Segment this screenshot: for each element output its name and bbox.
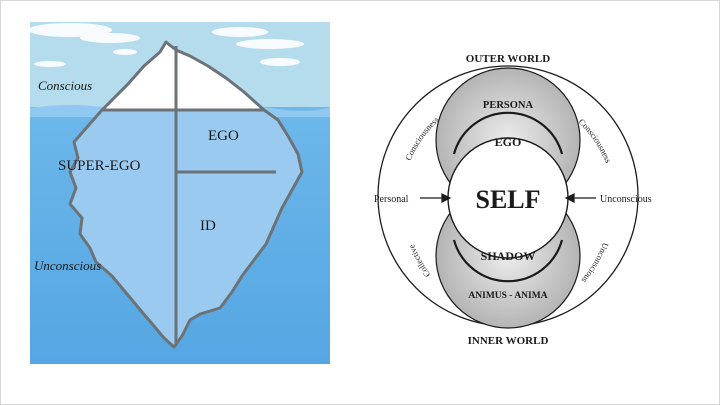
psyche-svg: OUTER WORLD INNER WORLD PERSONA EGO SELF… [374, 53, 652, 347]
shadow-arc [452, 239, 564, 283]
id-label: ID [200, 218, 216, 234]
inner-world-label: INNER WORLD [468, 335, 549, 347]
conscious-label: Conscious [38, 78, 92, 93]
self-label: SELF [475, 185, 540, 214]
ego-label: EGO [208, 128, 239, 144]
iceberg-svg: Conscious EGO SUPER-EGO ID Unconscious [28, 22, 330, 364]
clouds [28, 23, 304, 67]
consciousness-right-label: Consciousness [577, 117, 614, 165]
iceberg-underwater [68, 108, 304, 349]
personal-label: Personal [374, 194, 409, 205]
unconscious-side-label: Unconscious [600, 194, 652, 205]
iceberg-diagram: Conscious EGO SUPER-EGO ID Unconscious [28, 22, 330, 364]
persona-label: PERSONA [483, 100, 534, 111]
ego-arc [452, 111, 564, 155]
outer-world-label: OUTER WORLD [466, 53, 551, 65]
iceberg-tip [100, 40, 266, 112]
consciousness-left-label: Consciousness [403, 115, 441, 162]
psyche-diagram: OUTER WORLD INNER WORLD PERSONA EGO SELF… [362, 44, 662, 359]
left-arrow [420, 193, 452, 203]
collective-label: Collective [406, 243, 432, 279]
ego-label-psyche: EGO [495, 135, 522, 149]
unconscious-label: Unconscious [34, 258, 101, 273]
right-arrow [564, 193, 596, 203]
shadow-label: SHADOW [481, 249, 536, 263]
superego-label: SUPER-EGO [58, 158, 141, 174]
animus-anima-label: ANIMUS - ANIMA [468, 291, 547, 301]
unconscious-arc-label: Unconscious [580, 241, 611, 285]
